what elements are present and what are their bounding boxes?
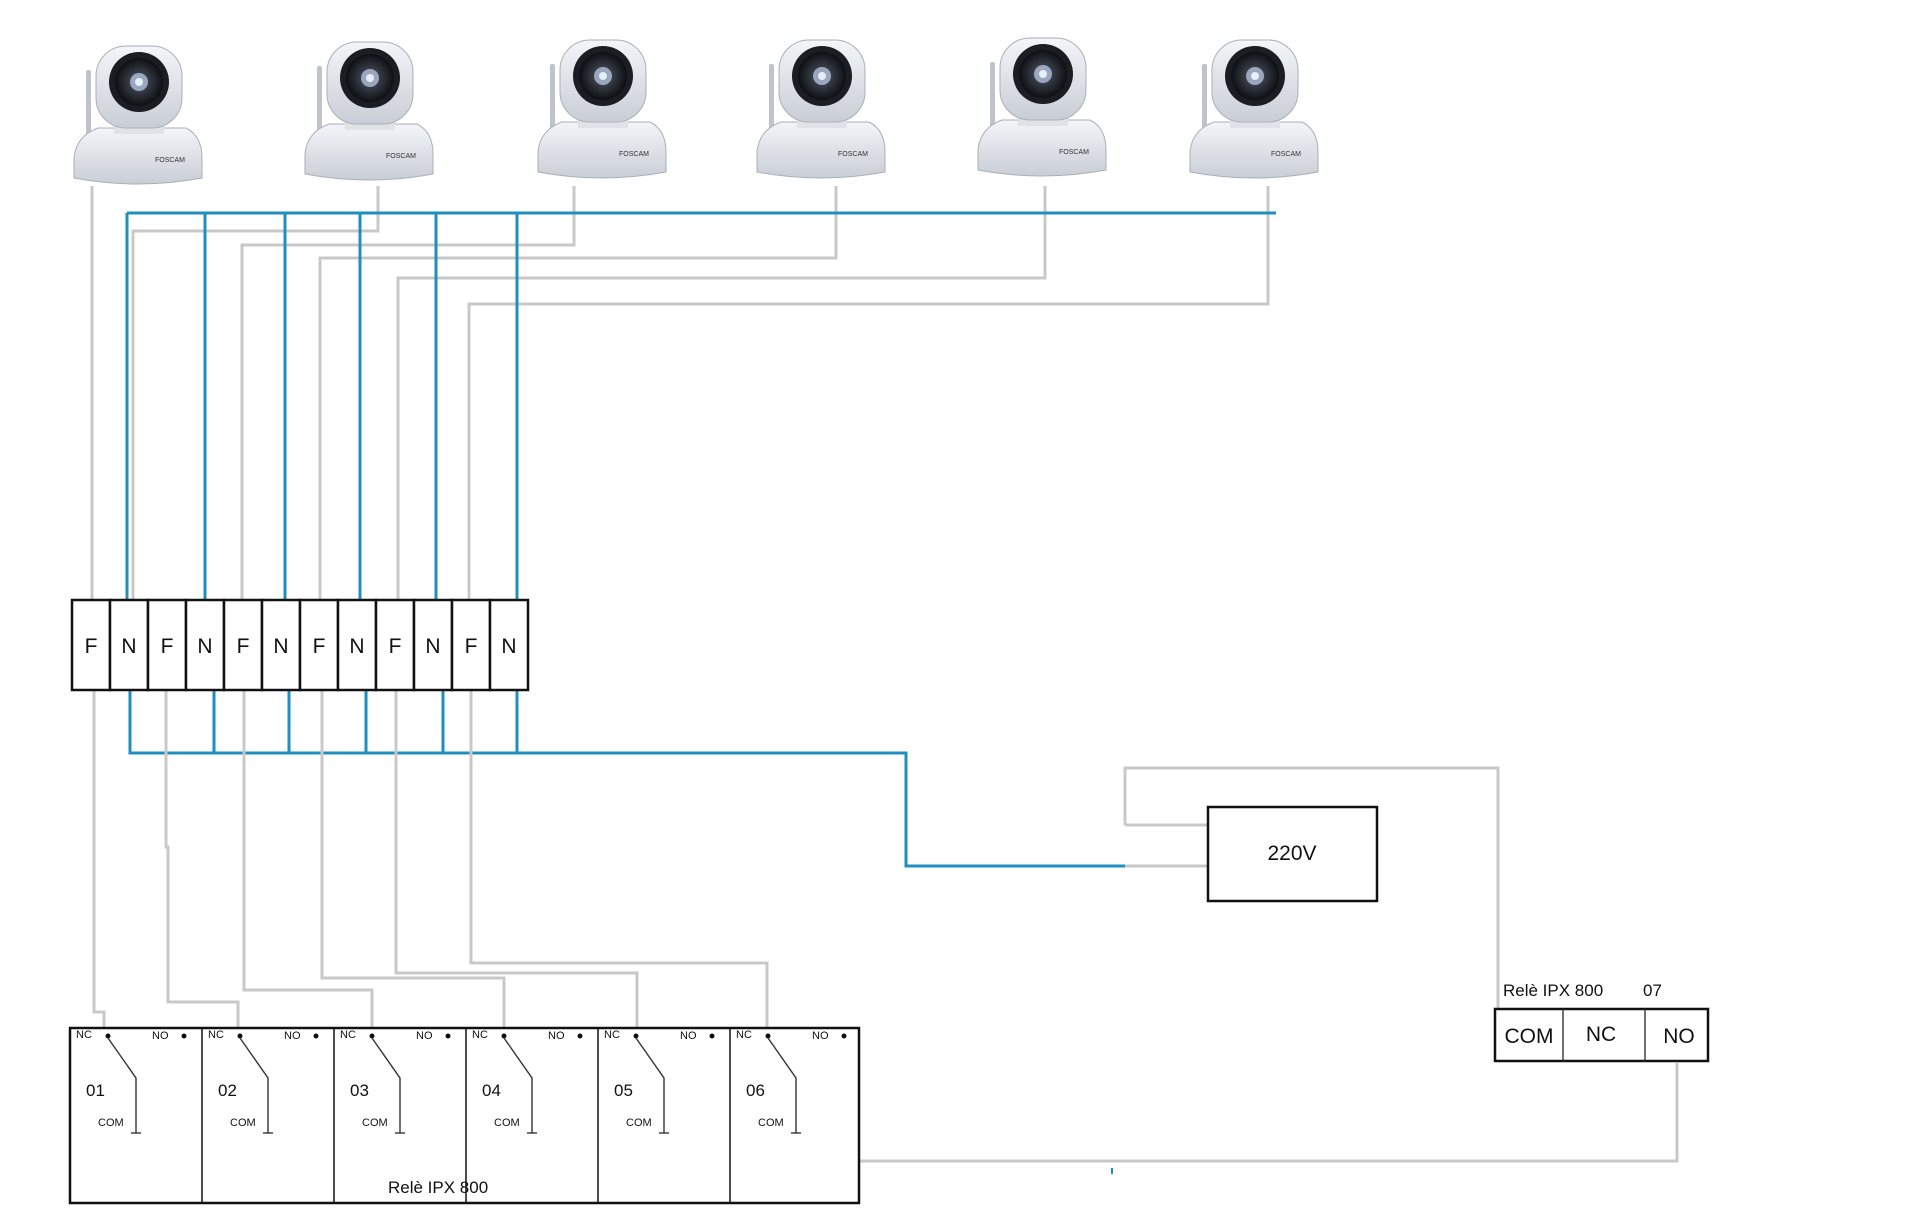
relay-board-label: Relè IPX 800 xyxy=(388,1178,488,1197)
terminal-cell xyxy=(374,598,416,692)
relay-channel-number: 03 xyxy=(350,1081,369,1100)
relay-contact-dot xyxy=(369,1033,375,1039)
camera-row xyxy=(73,37,1319,185)
relay-contact-dot xyxy=(501,1033,507,1039)
terminal-label: N xyxy=(121,635,136,658)
terminal-cell xyxy=(222,598,264,692)
relay-contact-dot xyxy=(577,1033,583,1039)
relay-switch-arm xyxy=(107,1037,137,1133)
terminal-cell xyxy=(412,598,454,692)
relay-no-label: NO xyxy=(152,1030,169,1042)
terminal-cell xyxy=(184,598,226,692)
terminal-label: N xyxy=(273,635,288,658)
relay-no-label: NO xyxy=(812,1030,829,1042)
relay-contact-dot xyxy=(105,1033,111,1039)
relay-no-label: NO xyxy=(548,1030,565,1042)
terminal-cell xyxy=(146,598,188,692)
terminal-label: F xyxy=(85,635,98,658)
relay-07: Relè IPX 800 07 COM NC NO xyxy=(1493,981,1710,1063)
terminal-cell xyxy=(450,598,492,692)
relay-no-label: NO xyxy=(680,1030,697,1042)
relay-contact-dot xyxy=(633,1033,639,1039)
relay-contact-dot xyxy=(841,1033,847,1039)
relay-switch-arm xyxy=(239,1037,269,1133)
relay-com-label: COM xyxy=(362,1117,388,1129)
relay-switch-arm xyxy=(635,1037,665,1133)
camera-icon xyxy=(977,37,1107,177)
relay-com-label: COM xyxy=(494,1117,520,1129)
terminal-label: F xyxy=(313,635,326,658)
relay-com-label: COM xyxy=(626,1117,652,1129)
camera-icon xyxy=(756,39,886,179)
relay-channel-number: 04 xyxy=(482,1081,501,1100)
terminal-label: N xyxy=(425,635,440,658)
relay-com-label: COM xyxy=(98,1117,124,1129)
relay-07-label: Relè IPX 800 xyxy=(1503,981,1603,1000)
relay-contact-dot xyxy=(709,1033,715,1039)
relay-contact-dot xyxy=(181,1033,187,1039)
terminal-label: F xyxy=(465,635,478,658)
terminal-label: F xyxy=(389,635,402,658)
terminal-cell xyxy=(488,598,530,692)
wires-terminal-to-relays xyxy=(92,690,1679,1163)
camera-icon xyxy=(304,41,434,181)
terminal-label: N xyxy=(197,635,212,658)
terminal-cell xyxy=(260,598,302,692)
relay-nc-label: NC xyxy=(208,1029,224,1041)
relay-nc-label: NC xyxy=(736,1029,752,1041)
relay-com-label: COM xyxy=(230,1117,256,1129)
terminal-label: N xyxy=(349,635,364,658)
power-supply: 220V xyxy=(1206,805,1379,903)
terminal-label: N xyxy=(501,635,516,658)
terminal-cell xyxy=(336,598,378,692)
relay-channel-number: 05 xyxy=(614,1081,633,1100)
relay-contact-dot xyxy=(445,1033,451,1039)
relay-contact-dot xyxy=(313,1033,319,1039)
terminal-label: F xyxy=(237,635,250,658)
relay-switch-arm xyxy=(767,1037,797,1133)
relay-channel-number: 06 xyxy=(746,1081,765,1100)
relay-contact-dot xyxy=(237,1033,243,1039)
camera-icon xyxy=(73,45,203,185)
relay-no-label: NO xyxy=(284,1030,301,1042)
relay-07-no: NO xyxy=(1663,1025,1695,1048)
relay-com-label: COM xyxy=(758,1117,784,1129)
relay-07-nc: NC xyxy=(1586,1023,1616,1046)
relay-nc-label: NC xyxy=(472,1029,488,1041)
relay-no-label: NO xyxy=(416,1030,433,1042)
relay-nc-label: NC xyxy=(76,1029,92,1041)
relay-switch-arm xyxy=(371,1037,401,1133)
power-supply-label: 220V xyxy=(1267,842,1316,865)
wires-camera-to-terminal xyxy=(90,186,1276,602)
relay-nc-label: NC xyxy=(604,1029,620,1041)
relay-channel-number: 02 xyxy=(218,1081,237,1100)
relay-switch-arm xyxy=(503,1037,533,1133)
camera-icon xyxy=(1189,39,1319,179)
camera-icon xyxy=(537,39,667,179)
relay-nc-label: NC xyxy=(340,1029,356,1041)
relay-channel-number: 01 xyxy=(86,1081,105,1100)
terminal-label: F xyxy=(161,635,174,658)
relay-contact-dot xyxy=(765,1033,771,1039)
relay-07-com: COM xyxy=(1505,1025,1554,1048)
relay-07-number: 07 xyxy=(1643,981,1662,1000)
